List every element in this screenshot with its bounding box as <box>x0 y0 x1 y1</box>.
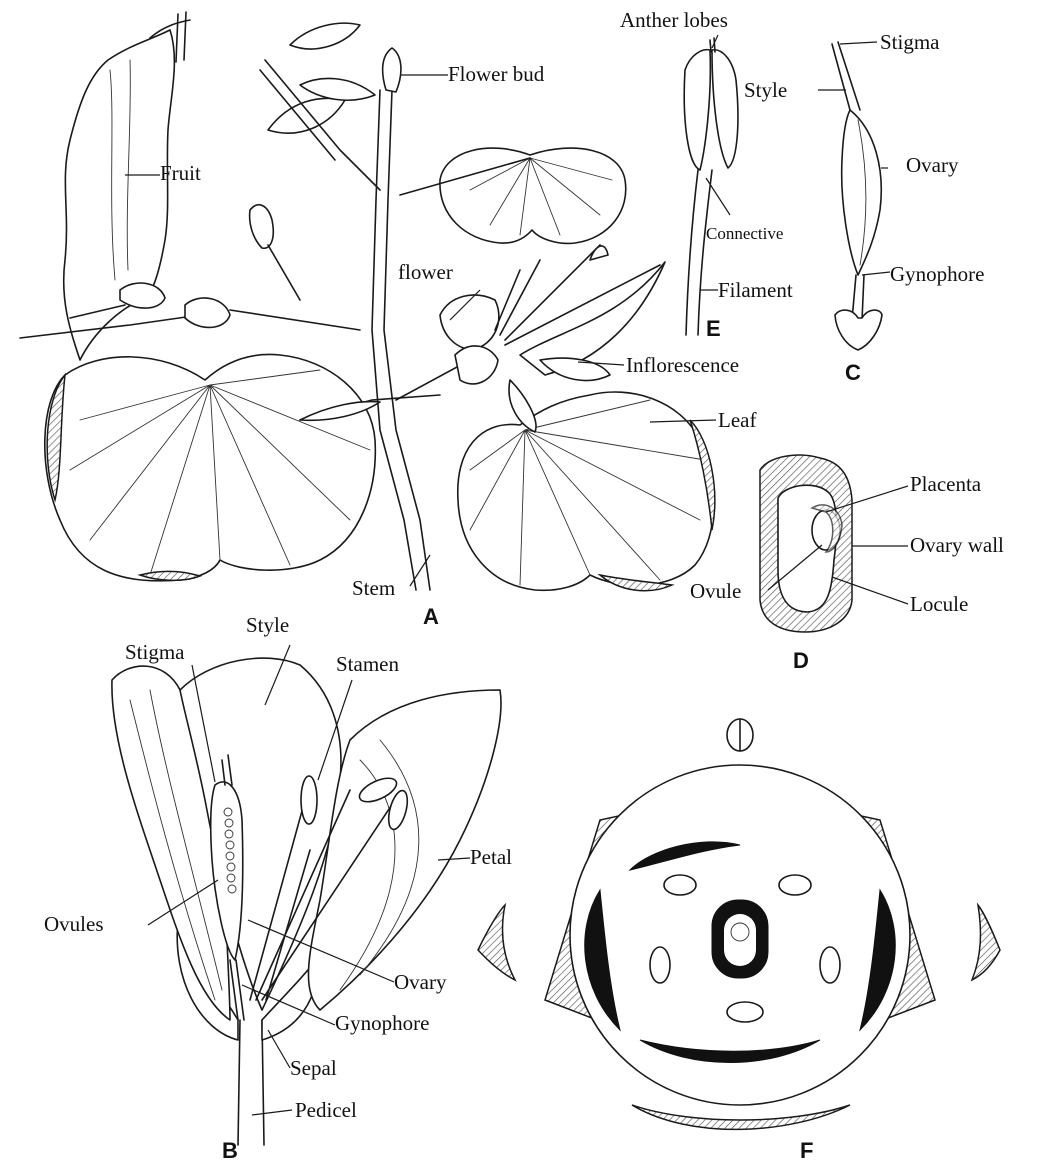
panel-d-ovary-section-drawing <box>760 455 852 632</box>
label-ovule: Ovule <box>690 581 741 602</box>
label-pedicel: Pedicel <box>295 1100 357 1121</box>
label-stigma-b: Stigma <box>125 642 185 663</box>
flower-bud-shape <box>383 48 401 92</box>
flower-shape <box>440 295 499 350</box>
label-stigma-c: Stigma <box>880 32 940 53</box>
label-anther-lobes: Anther lobes <box>620 10 728 31</box>
label-connective: Connective <box>706 225 783 242</box>
label-placenta: Placenta <box>910 474 981 495</box>
main-stem <box>384 90 430 590</box>
label-ovary-wall: Ovary wall <box>910 535 1004 556</box>
panel-label-d: D <box>793 650 809 672</box>
label-ovary-c: Ovary <box>906 155 958 176</box>
label-ovary-b: Ovary <box>394 972 446 993</box>
label-style-b: Style <box>246 615 289 636</box>
label-filament: Filament <box>718 280 793 301</box>
upper-right-leaf-shape <box>440 148 626 243</box>
panel-c-pistil-drawing <box>832 42 882 350</box>
panel-label-a: A <box>423 606 439 628</box>
label-inflorescence: Inflorescence <box>626 355 739 376</box>
panel-label-e: E <box>706 318 721 340</box>
label-flower-bud: Flower bud <box>448 64 544 85</box>
label-petal: Petal <box>470 847 512 868</box>
label-gynophore-b: Gynophore <box>335 1013 429 1034</box>
label-flower: flower <box>398 262 453 283</box>
panel-label-b: B <box>222 1140 238 1162</box>
label-leaf: Leaf <box>718 410 756 431</box>
label-gynophore-c: Gynophore <box>890 264 984 285</box>
panel-f-floral-diagram <box>478 719 1000 1129</box>
fruit-shape <box>64 30 175 360</box>
label-style-c: Style <box>744 80 787 101</box>
panel-a-plant-drawing <box>20 12 715 591</box>
panel-label-c: C <box>845 362 861 384</box>
label-stem: Stem <box>352 578 395 599</box>
label-ovules: Ovules <box>44 914 104 935</box>
label-fruit: Fruit <box>160 163 201 184</box>
label-stamen: Stamen <box>336 654 399 675</box>
panel-label-f: F <box>800 1140 813 1162</box>
label-sepal: Sepal <box>290 1058 337 1079</box>
label-locule: Locule <box>910 594 968 615</box>
